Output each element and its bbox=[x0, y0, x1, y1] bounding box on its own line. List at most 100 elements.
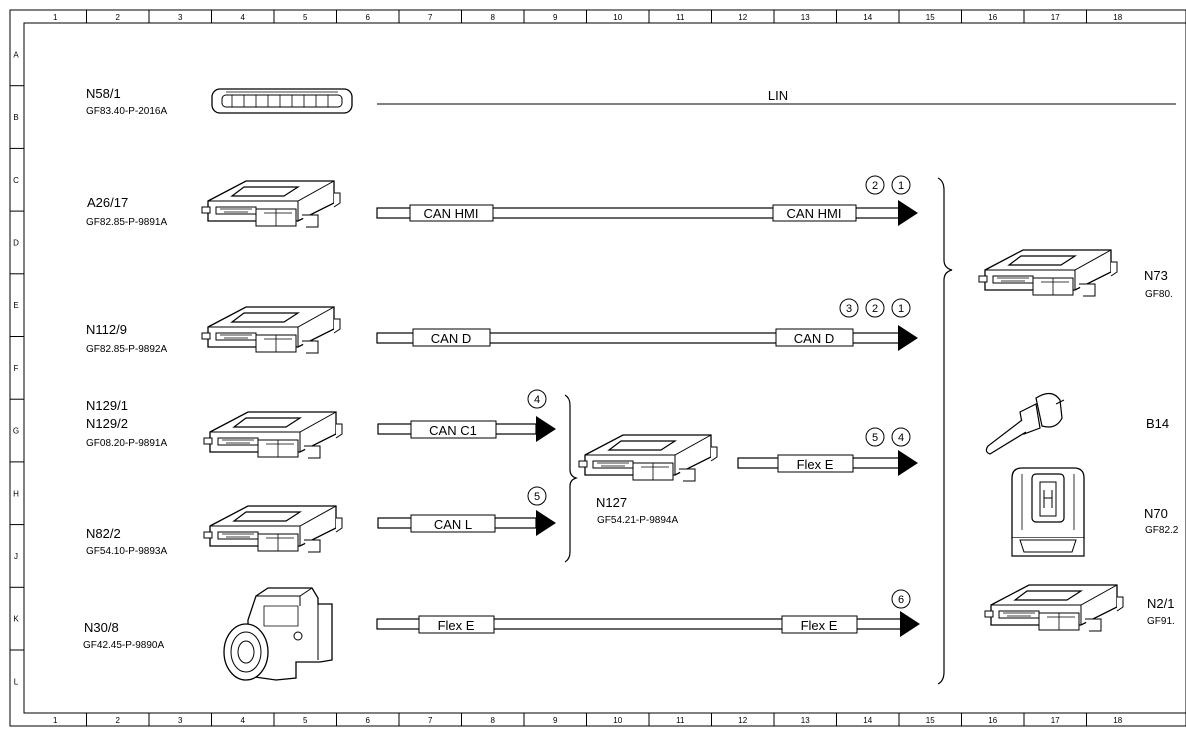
grid-column-label: 14 bbox=[863, 716, 872, 725]
svg-text:5: 5 bbox=[534, 491, 540, 503]
grid-column-label: 15 bbox=[926, 716, 935, 725]
b14-code: B14 bbox=[1146, 416, 1169, 431]
n82-2-code: N82/2 bbox=[86, 526, 121, 541]
n30-8-esp-unit-icon bbox=[223, 587, 333, 681]
grid-column-label: 4 bbox=[241, 13, 246, 22]
grid-row-label: B bbox=[13, 113, 18, 122]
n112-9-control-unit-icon bbox=[201, 306, 341, 354]
grid-row-label: D bbox=[13, 238, 19, 247]
a26-17-ref: GF82.85-P-9891A bbox=[86, 217, 167, 228]
svg-text:1: 1 bbox=[898, 303, 904, 315]
flex-e-n127-marker: 5 4 bbox=[865, 427, 911, 447]
can-hmi-bus bbox=[376, 200, 918, 226]
n73-ref: GF80. bbox=[1145, 289, 1173, 300]
n73-code: N73 bbox=[1144, 268, 1168, 283]
grid-row-label: F bbox=[14, 364, 19, 373]
grid-column-label: 2 bbox=[116, 13, 121, 22]
svg-text:4: 4 bbox=[898, 432, 904, 444]
n70-ref: GF82.2 bbox=[1145, 525, 1179, 536]
grid-column-label: 11 bbox=[676, 716, 685, 725]
n30-8-ref: GF42.45-P-9890A bbox=[83, 640, 164, 651]
n127-brace bbox=[564, 394, 578, 563]
grid-column-label: 7 bbox=[428, 716, 433, 725]
grid-column-label: 11 bbox=[676, 13, 685, 22]
grid-column-label: 16 bbox=[988, 716, 997, 725]
n127-code: N127 bbox=[596, 495, 627, 510]
can-c1-label: CAN C1 bbox=[429, 423, 477, 438]
can-d-start-label: CAN D bbox=[431, 331, 471, 346]
grid-row-label: G bbox=[13, 427, 19, 436]
can-d-end-label: CAN D bbox=[794, 331, 834, 346]
can-c1-marker: 4 bbox=[527, 389, 547, 409]
can-d-bus bbox=[376, 325, 918, 351]
n127-control-unit-icon bbox=[578, 434, 718, 482]
grid-row-label: C bbox=[13, 176, 19, 185]
grid-row-label: A bbox=[13, 50, 19, 59]
n2-1-code: N2/1 bbox=[1147, 596, 1174, 611]
svg-text:1: 1 bbox=[898, 180, 904, 192]
grid-column-label: 9 bbox=[553, 716, 558, 725]
grid-column-label: 9 bbox=[553, 13, 558, 22]
b14-sensor-icon bbox=[985, 392, 1065, 455]
grid-column-label: 2 bbox=[116, 716, 121, 725]
svg-text:3: 3 bbox=[846, 303, 852, 315]
can-hmi-start-label: CAN HMI bbox=[424, 206, 479, 221]
grid-row-label: E bbox=[13, 301, 18, 310]
flex-e-end-label: Flex E bbox=[801, 618, 838, 633]
grid-column-label: 17 bbox=[1051, 13, 1060, 22]
grid-column-label: 18 bbox=[1113, 716, 1122, 725]
n58-1-connector-icon bbox=[211, 88, 353, 114]
n127-ref: GF54.21-P-9894A bbox=[597, 515, 678, 526]
grid-column-label: 12 bbox=[738, 716, 747, 725]
a26-17-code: A26/17 bbox=[87, 195, 128, 210]
n70-code: N70 bbox=[1144, 506, 1168, 521]
can-hmi-marker: 2 1 bbox=[865, 175, 911, 195]
grid-column-label: 3 bbox=[178, 716, 183, 725]
grid-row-label: K bbox=[13, 615, 19, 624]
grid-column-label: 8 bbox=[491, 716, 496, 725]
grid-column-label: 6 bbox=[366, 13, 371, 22]
grid-column-label: 1 bbox=[53, 13, 58, 22]
grid-column-label: 18 bbox=[1113, 13, 1122, 22]
grid-column-label: 13 bbox=[801, 13, 810, 22]
grid-column-label: 1 bbox=[53, 716, 58, 725]
svg-text:2: 2 bbox=[872, 180, 878, 192]
can-c1-bus bbox=[377, 416, 556, 442]
flex-e-bus bbox=[376, 611, 920, 637]
n112-9-ref: GF82.85-P-9892A bbox=[86, 344, 167, 355]
grid-column-label: 10 bbox=[613, 716, 622, 725]
flex-e-start-label: Flex E bbox=[438, 618, 475, 633]
n30-8-code: N30/8 bbox=[84, 620, 119, 635]
grid-column-label: 10 bbox=[613, 13, 622, 22]
can-hmi-end-label: CAN HMI bbox=[787, 206, 842, 221]
grid-column-label: 13 bbox=[801, 716, 810, 725]
grid-column-label: 4 bbox=[241, 716, 246, 725]
n82-2-ref: GF54.10-P-9893A bbox=[86, 546, 167, 557]
svg-text:2: 2 bbox=[872, 303, 878, 315]
grid-row-label: L bbox=[14, 677, 19, 686]
n82-2-control-unit-icon bbox=[203, 505, 343, 553]
svg-text:6: 6 bbox=[898, 594, 904, 606]
n58-1-ref: GF83.40-P-2016A bbox=[86, 106, 167, 117]
svg-text:5: 5 bbox=[872, 432, 878, 444]
can-l-marker: 5 bbox=[527, 486, 547, 506]
n129-1-code: N129/1 bbox=[86, 398, 128, 413]
grid-column-label: 5 bbox=[303, 13, 308, 22]
can-l-bus bbox=[377, 510, 556, 536]
grid-column-label: 16 bbox=[988, 13, 997, 22]
grid-column-label: 6 bbox=[366, 716, 371, 725]
n2-1-ref: GF91. bbox=[1147, 616, 1175, 627]
n70-overhead-panel-icon bbox=[1011, 467, 1085, 557]
n112-9-code: N112/9 bbox=[86, 322, 127, 337]
grid-column-label: 15 bbox=[926, 13, 935, 22]
n73-control-unit-icon bbox=[978, 249, 1118, 297]
grid-column-label: 3 bbox=[178, 13, 183, 22]
grid-column-label: 5 bbox=[303, 716, 308, 725]
n2-1-control-unit-icon bbox=[984, 584, 1124, 632]
grid-column-label: 8 bbox=[491, 13, 496, 22]
flex-e-n127-label: Flex E bbox=[797, 457, 834, 472]
n58-1-code: N58/1 bbox=[86, 86, 121, 101]
